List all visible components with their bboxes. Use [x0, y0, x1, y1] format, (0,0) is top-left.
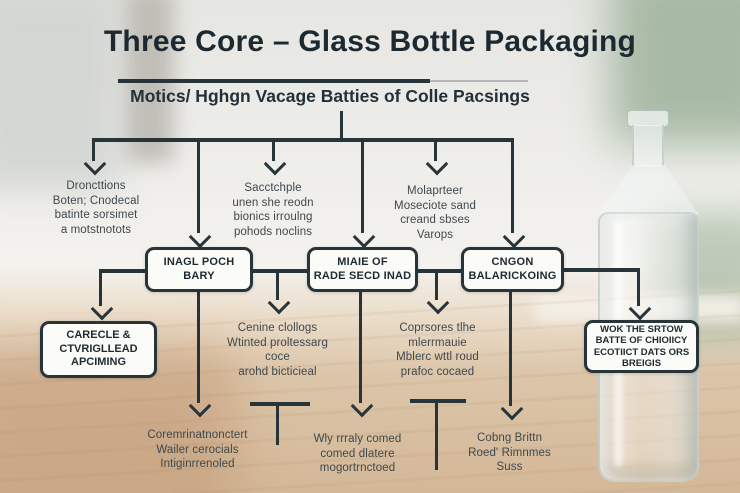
note-line: Mblerc wttl roud [396, 351, 479, 363]
node-label: CNGON [491, 256, 534, 268]
note-coprsores: Coprsores tlhe mlerrmauie Mblerc wttl ro… [365, 321, 510, 379]
node-cngon-balarickoing: CNGON BALARICKOING [461, 247, 564, 292]
node-label: BARY [183, 269, 215, 282]
note-line: creand sbses [400, 214, 470, 226]
connector-line [636, 268, 640, 306]
note-line: Droncttions [66, 180, 126, 192]
node-label: CARECLE & [66, 329, 131, 342]
node-label: INAGL POCH [163, 256, 235, 268]
page-title: Three Core – Glass Bottle Packaging [103, 25, 637, 58]
page-subtitle: Motics/ Hghgn Vacage Batties of Colle Pa… [130, 86, 530, 106]
note-line: Coremrinatnonctert [147, 429, 248, 441]
connector-line [433, 138, 437, 161]
connector-stem [339, 111, 343, 141]
blurred-window-left [0, 0, 120, 190]
connector-line [434, 269, 438, 300]
note-line: Sacctchple [244, 182, 302, 194]
connector-line [418, 269, 462, 273]
note-line: Intiginrrenoled [160, 458, 235, 470]
note-line: unen she reodn [232, 196, 314, 209]
separator-stem [434, 399, 438, 470]
bottle-shoulder [598, 165, 699, 215]
connector-line [271, 138, 275, 161]
note-cenine-clollogs: Cenine clollogs Wtinted proltessarg coce… [205, 321, 350, 379]
node-label: BATTE OF CHIOIICY [595, 335, 688, 346]
connector-line [100, 269, 146, 273]
bottle-neck [632, 125, 664, 167]
connector-line [510, 138, 514, 233]
title-divider [118, 79, 430, 83]
note-molaprteer: Molaprteer Moseciote sand creand sbses V… [375, 184, 495, 242]
note-sacctchple: Sacctchple unen she reodn bionics irroul… [211, 181, 335, 239]
separator-stem [275, 402, 279, 445]
note-line: arohd bicticieal [238, 365, 317, 378]
node-label: MIAIE OF [337, 256, 388, 268]
note-line: mogortrnctoed [319, 462, 396, 474]
connector-top-bar [93, 138, 512, 142]
note-line: Moseciote sand [394, 199, 476, 212]
note-line: pohods noclins [233, 225, 313, 238]
note-line: Varops [416, 228, 454, 241]
node-label: WOK THE SRTOW [600, 323, 683, 335]
note-line: Cobng Brittn [476, 432, 543, 444]
note-line: coce [265, 351, 290, 363]
separator-bar [410, 399, 466, 403]
note-line: Molaprteer [407, 185, 463, 197]
note-line: Wailer cerocials [156, 443, 239, 456]
note-droncttions: Droncttions Boten; Cnodecal batinte sors… [36, 179, 156, 237]
note-line: mlerrmauie [408, 336, 467, 349]
note-line: Suss [496, 461, 523, 473]
note-cobng-brittn: Cobng Brittn Roed' Rimnmes Suss [447, 431, 572, 475]
connector-line [358, 291, 362, 403]
node-miaie-of-rade-secd-inad: MIAIE OF RADE SECD INAD [307, 247, 418, 292]
connector-line [196, 291, 200, 403]
connector-line [564, 268, 638, 272]
note-line: Boten; Cnodecal [52, 194, 140, 207]
note-wly-rrraly: Wly rrraly comed comed dlatere mogortrnc… [290, 432, 425, 476]
node-label: APCIMING [71, 356, 126, 369]
connector-line [360, 138, 364, 233]
note-line: prafoc cocaed [400, 365, 475, 378]
note-coremrinatnonctert: Coremrinatnonctert Wailer cerocials Inti… [125, 428, 270, 472]
note-line: a motstnotots [60, 223, 132, 236]
connector-line [196, 138, 200, 233]
note-line: Roed' Rimnmes [468, 446, 551, 459]
title-divider-faint [428, 80, 528, 82]
node-label: ECOTIICT DATS ORS [593, 346, 690, 358]
note-line: comed dlatere [320, 447, 395, 460]
node-wok-the-srtow: WOK THE SRTOW BATTE OF CHIOIICY ECOTIICT… [584, 320, 699, 373]
glass-bottle-image [592, 110, 722, 482]
note-line: batinte sorsimet [54, 209, 138, 221]
connector-line [275, 269, 279, 300]
node-label: CTVRIGLLEAD [59, 342, 138, 355]
note-line: Wly rrraly comed [313, 433, 402, 445]
node-carecle-ctvrigllead-apciming: CARECLE & CTVRIGLLEAD APCIMING [40, 321, 157, 378]
node-label: RADE SECD INAD [313, 269, 412, 282]
separator-bar [250, 402, 310, 406]
node-label: BALARICKOING [468, 269, 557, 282]
note-line: bionics irroulng [233, 211, 313, 223]
node-inagl-poch-bary: INAGL POCH BARY [145, 247, 253, 292]
note-line: Coprsores tlhe [399, 322, 476, 334]
node-label: BREIGIS [621, 358, 662, 369]
connector-line [253, 269, 307, 273]
note-line: Wtinted proltessarg [227, 336, 328, 349]
note-line: Cenine clollogs [237, 322, 318, 334]
connector-line [91, 138, 95, 161]
connector-line [98, 269, 102, 306]
connector-line [508, 291, 512, 406]
